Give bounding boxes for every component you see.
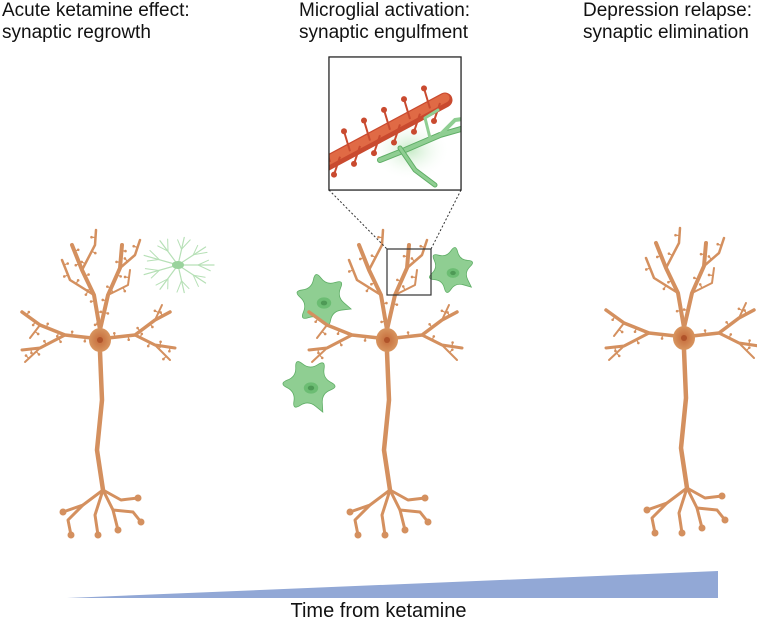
neuron-icon (606, 228, 757, 537)
timeline-label: Time from ketamine (0, 601, 757, 621)
neuron-icon (22, 230, 175, 539)
resting-microglia-icon (144, 237, 214, 292)
activated-microglia-group (283, 248, 473, 413)
time-gradient-wedge (67, 571, 718, 598)
magnified-synapse-icon (318, 57, 475, 190)
